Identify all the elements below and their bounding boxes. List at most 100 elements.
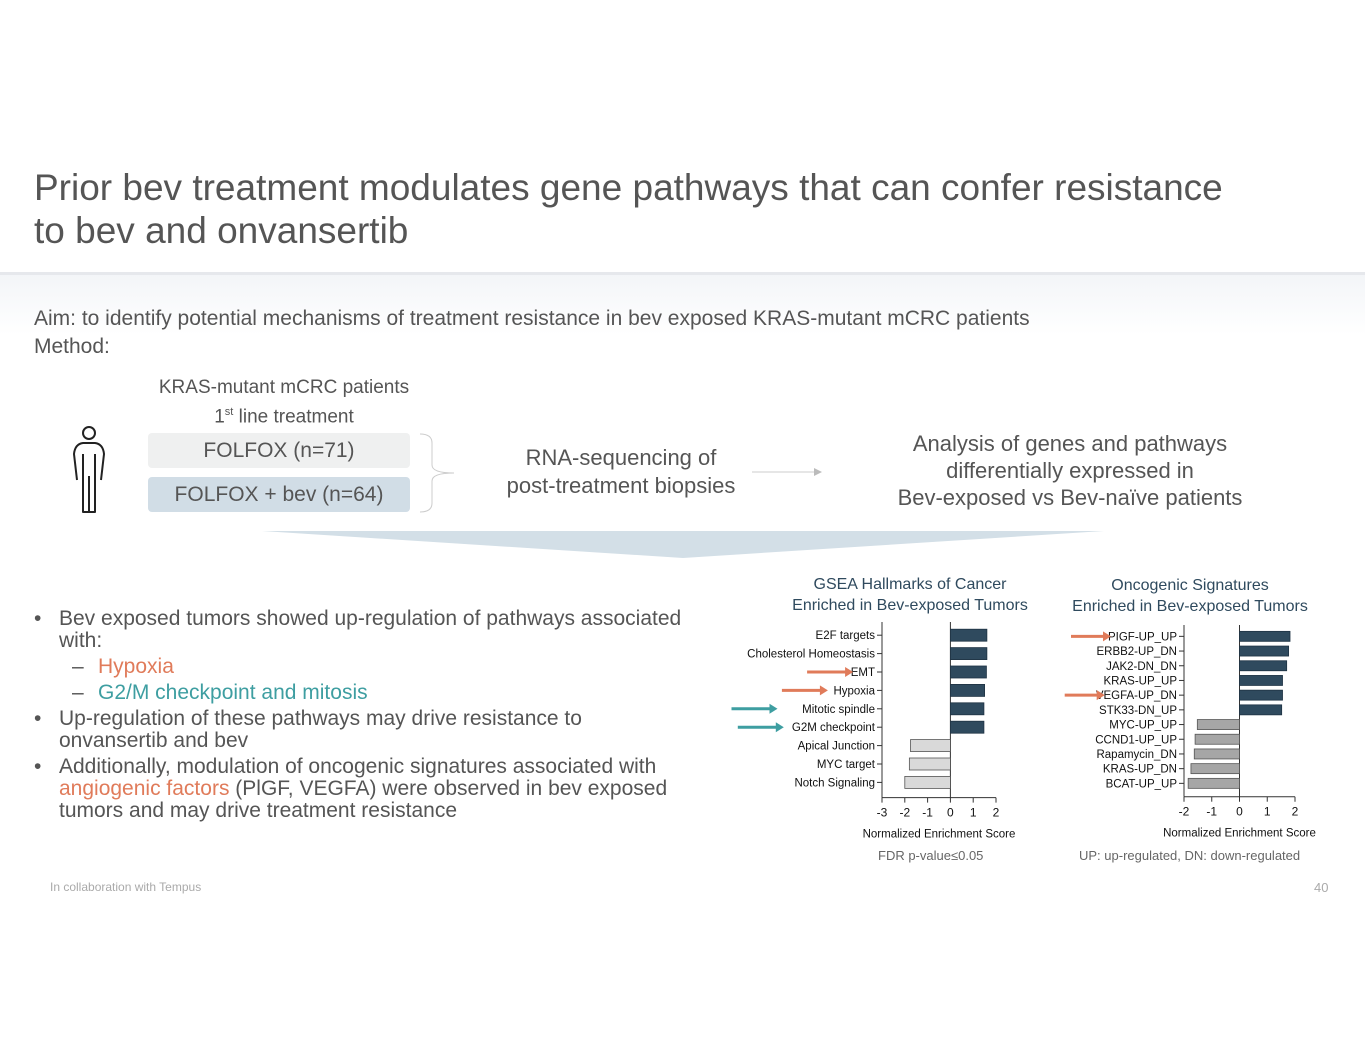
highlight-arrowhead-icon xyxy=(845,667,854,677)
bar xyxy=(1239,675,1283,686)
x-tick-label: 0 xyxy=(947,806,954,820)
bullet-dot: • xyxy=(34,707,42,730)
chart2-title-line1: Oncogenic Signatures xyxy=(1111,577,1269,594)
x-tick-label: 2 xyxy=(993,806,1000,820)
bar xyxy=(1193,748,1240,760)
category-label: Apical Junction xyxy=(798,741,875,753)
bracket xyxy=(419,433,455,513)
x-tick-label: 2 xyxy=(1292,805,1299,819)
category-label: BCAT-UP_UP xyxy=(1106,778,1178,790)
sub-bullet-hypoxia-text: Hypoxia xyxy=(98,655,174,678)
bar xyxy=(1239,630,1291,642)
category-label: JAK2-DN_DN xyxy=(1106,661,1177,673)
x-tick-label: -2 xyxy=(1179,805,1190,819)
chart2-title: Oncogenic Signatures Enriched in Bev-exp… xyxy=(1050,575,1330,617)
flow-arrow-icon xyxy=(752,468,822,476)
sub-bullet-g2m-text: G2/M checkpoint and mitosis xyxy=(98,681,368,704)
x-tick-label: 1 xyxy=(1264,805,1271,819)
category-label: MYC-UP_UP xyxy=(1109,720,1177,732)
x-axis-label: Normalized Enrichment Score xyxy=(1163,828,1316,840)
bar xyxy=(949,684,985,697)
category-label: STK33-DN_UP xyxy=(1099,705,1177,717)
bullet-1: • Bev exposed tumors showed up-regulatio… xyxy=(34,608,694,652)
bullet-3-highlight: angiogenic factors xyxy=(59,777,230,800)
cohort-line2: 1st line treatment xyxy=(140,400,428,429)
bullet-1-text: Bev exposed tumors showed up-regulation … xyxy=(59,607,682,652)
page-number: 40 xyxy=(1314,880,1329,895)
arm-folfox-bev: FOLFOX + bev (n=64) xyxy=(148,477,410,512)
category-label: VEGFA-UP_DN xyxy=(1096,690,1177,702)
chart2-title-line2: Enriched in Bev-exposed Tumors xyxy=(1072,598,1308,615)
x-tick-label: -2 xyxy=(899,806,910,820)
cohort-line2-num: 1 xyxy=(214,406,225,428)
aim-text: Aim: to identify potential mechanisms of… xyxy=(34,307,1030,330)
x-tick-label: -1 xyxy=(1206,805,1217,819)
bullet-3-text-post: (PlGF, VEGFA) were observed in bev expos… xyxy=(59,777,668,822)
bar xyxy=(949,647,988,661)
bullet-3: • Additionally, modulation of oncogenic … xyxy=(34,756,694,822)
category-label: PIGF-UP_UP xyxy=(1108,631,1177,643)
category-label: EMT xyxy=(851,667,875,679)
category-label: MYC target xyxy=(817,759,876,771)
chart1-note: FDR p-value≤0.05 xyxy=(878,848,984,863)
analysis-line1: Analysis of genes and pathways xyxy=(912,431,1228,456)
cohort-line1: KRAS-mutant mCRC patients xyxy=(158,377,410,398)
highlight-arrowhead-icon xyxy=(769,703,778,714)
bullet-dot: • xyxy=(34,755,42,778)
findings-list: • Bev exposed tumors showed up-regulatio… xyxy=(34,608,694,826)
category-label: Rapamycin_DN xyxy=(1096,749,1177,761)
x-tick-label: 0 xyxy=(1236,805,1243,819)
analysis-step: Analysis of genes and pathways different… xyxy=(880,430,1260,511)
highlight-arrowhead-icon xyxy=(1103,631,1111,642)
arm-folfox: FOLFOX (n=71) xyxy=(148,433,410,468)
highlight-arrowhead-icon xyxy=(775,722,784,733)
down-chevron-band xyxy=(262,531,1104,558)
analysis-line2: differentially expressed in xyxy=(946,458,1194,483)
chart1-title: GSEA Hallmarks of Cancer Enriched in Bev… xyxy=(770,574,1050,616)
bar xyxy=(1239,704,1283,716)
bar xyxy=(1190,763,1240,775)
header-band xyxy=(0,275,1365,335)
rna-seq-line2: post-treatment biopsies xyxy=(506,473,736,498)
title-divider xyxy=(0,272,1365,275)
bar xyxy=(949,628,988,642)
chart1-title-line1: GSEA Hallmarks of Cancer xyxy=(813,576,1007,593)
bar xyxy=(1239,689,1283,701)
method-label: Method: xyxy=(34,335,110,358)
bar xyxy=(949,702,985,716)
bar xyxy=(1196,719,1240,730)
category-label: KRAS-UP_UP xyxy=(1104,675,1178,687)
bar xyxy=(1194,733,1240,745)
category-label: Cholesterol Homeostasis xyxy=(747,649,875,661)
bullet-3-text-pre: Additionally, modulation of oncogenic si… xyxy=(59,755,657,778)
bullet-2: • Up-regulation of these pathways may dr… xyxy=(34,708,694,752)
slide-title: Prior bev treatment modulates gene pathw… xyxy=(34,167,1223,251)
bar xyxy=(910,739,951,752)
analysis-line3: Bev-exposed vs Bev-naïve patients xyxy=(897,485,1243,510)
bar xyxy=(1239,660,1288,672)
dash: – xyxy=(72,681,84,704)
sub-bullet-g2m: – G2/M checkpoint and mitosis xyxy=(34,682,694,704)
person-icon xyxy=(73,426,105,513)
category-label: Notch Signaling xyxy=(794,777,875,789)
cohort-line2-sup: st xyxy=(224,406,234,418)
bullet-dot: • xyxy=(34,607,42,630)
bar xyxy=(1187,777,1240,789)
category-label: E2F targets xyxy=(816,630,876,642)
category-label: CCND1-UP_UP xyxy=(1095,734,1177,746)
bar xyxy=(904,775,951,789)
highlight-arrowhead-icon xyxy=(1096,690,1105,701)
category-label: Mitotic spindle xyxy=(802,704,875,716)
rna-seq-step: RNA-sequencing of post-treatment biopsie… xyxy=(490,444,752,500)
dash: – xyxy=(72,655,84,678)
category-label: Hypoxia xyxy=(833,685,875,697)
footer-credit: In collaboration with Tempus xyxy=(50,880,202,894)
bar xyxy=(908,757,951,771)
bar xyxy=(1239,645,1290,657)
highlight-arrowhead-icon xyxy=(819,685,828,696)
bar xyxy=(949,665,987,679)
bullet-2-text: Up-regulation of these pathways may driv… xyxy=(59,707,582,752)
cohort-label: KRAS-mutant mCRC patients 1st line treat… xyxy=(140,376,428,429)
sub-bullet-hypoxia: – Hypoxia xyxy=(34,656,694,678)
